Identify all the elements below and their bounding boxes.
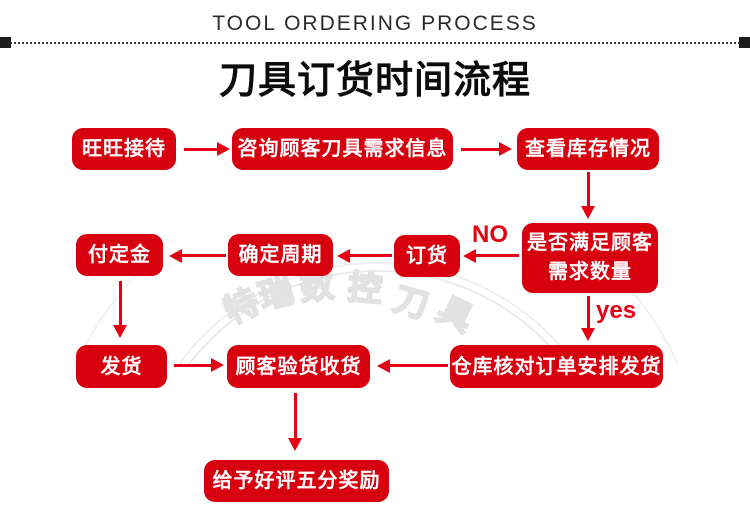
node-warehouse: 仓库核对订单安排发货 [450, 345, 663, 388]
arrow-line [587, 296, 590, 329]
arrow-head [499, 142, 512, 156]
arrow-line [475, 254, 519, 257]
node-consult: 咨询顾客刀具需求信息 [232, 128, 453, 170]
node-reward: 给予好评五分奖励 [204, 460, 389, 502]
arrow-head [581, 206, 595, 219]
arrow-line [119, 281, 122, 326]
node-satisfy: 是否满足顾客 需求数量 [522, 223, 658, 293]
divider-right-end-cap [739, 37, 750, 48]
arrow-line [294, 393, 297, 439]
watermark-char: 特 [217, 281, 266, 332]
node-inventory: 查看库存情况 [517, 128, 659, 170]
node-deposit: 付定金 [76, 234, 163, 276]
arrow-head [217, 142, 230, 156]
arrow-line [349, 254, 392, 257]
arrow-head [337, 249, 350, 263]
node-reception: 旺旺接待 [72, 128, 176, 170]
branch-label-yes: yes [596, 297, 637, 324]
arrow-head [211, 358, 224, 372]
arrow-line [181, 254, 226, 257]
arrow-line [587, 172, 590, 207]
arrow-line [389, 364, 448, 367]
watermark-char: 控 [345, 268, 384, 311]
node-satisfy-line1: 是否满足顾客 [527, 232, 653, 254]
arrow-line [184, 148, 218, 151]
branch-label-no: NO [472, 221, 508, 248]
node-cycle: 确定周期 [228, 234, 333, 276]
divider-left-end-cap [0, 37, 11, 48]
node-order: 订货 [394, 235, 460, 277]
node-receive: 顾客验货收货 [227, 345, 370, 388]
arrow-head [581, 328, 595, 341]
page-title-en: TOOL ORDERING PROCESS [212, 12, 538, 35]
page-title-zh: 刀具订货时间流程 [218, 60, 531, 102]
arrow-head [463, 249, 476, 263]
header-divider [3, 42, 747, 44]
watermark-char: 具 [430, 289, 479, 340]
arrow-line [461, 148, 500, 151]
arrow-head [288, 438, 302, 451]
watermark-char: 瑞 [254, 270, 299, 318]
arrow-head [113, 325, 127, 338]
node-ship: 发货 [76, 345, 167, 388]
arrow-head [169, 249, 182, 263]
arrow-head [377, 359, 390, 373]
arrow-line [174, 364, 212, 367]
watermark-char: 刀 [388, 279, 433, 327]
node-satisfy-line2: 需求数量 [548, 261, 632, 283]
